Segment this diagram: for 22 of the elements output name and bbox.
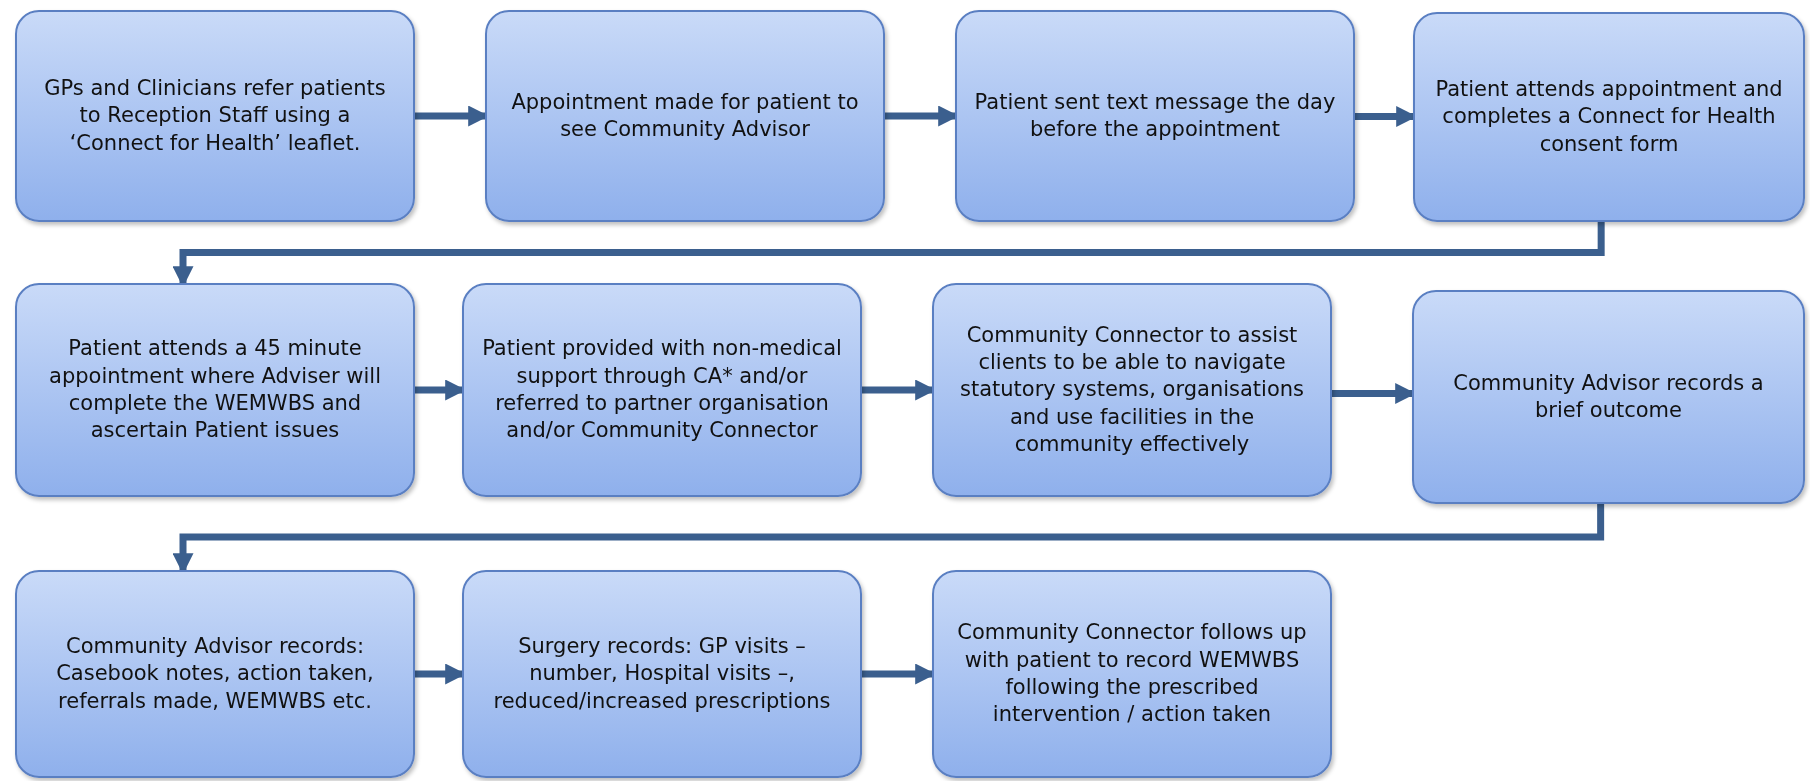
process-box [932,283,1332,497]
process-box [1413,12,1805,222]
step-text: Patient sent text message the day before the appointment [973,88,1337,143]
process-box [15,283,415,497]
step-text: Appointment made for patient to see Community Advisor [510,88,860,143]
step-text: Surgery records: GP visits – number, Hospital visits –, reduced/increased prescriptions [492,633,832,715]
step-text: Patient attends a 45 minute appointment where Adviser will complete the WEMWBS and ascertain Patient issues [48,335,382,445]
process-box [955,10,1355,222]
process-box [932,570,1332,778]
step-text: Patient attends appointment and completes a Connect for Health consent form [1434,76,1784,158]
process-box [462,283,862,497]
process-box [485,10,885,222]
process-box [462,570,862,778]
step-text: Community Advisor records a brief outcome [1452,369,1765,424]
process-box [15,10,415,222]
process-box [15,570,415,778]
step-text: Patient provided with non-medical support through CA* and/or referred to partner organisation and/or Community Connector [481,335,843,445]
step-text: Community Advisor records: Casebook notes, action taken, referrals made, WEMWBS etc. [55,633,375,715]
step-text: Community Connector follows up with patient to record WEMWBS following the prescribed intervention / action taken [956,619,1308,729]
step-text: Community Connector to assist clients to be able to navigate statutory systems, organisations and use facilities in the community effectively [958,321,1306,458]
step-text: GPs and Clinicians refer patients to Reception Staff using a ‘Connect for Health’ leaflet. [43,75,387,157]
process-box [1412,290,1805,504]
